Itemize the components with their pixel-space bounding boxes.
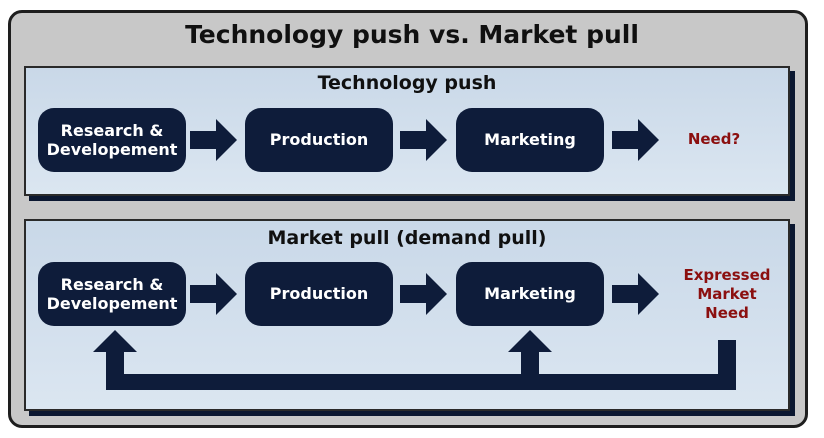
pull-production-box: Production (245, 262, 393, 326)
pull-outcome-expressed-need: Expressed Market Need (683, 266, 771, 322)
market-pull-heading: Market pull (demand pull) (267, 227, 547, 249)
push-production-box: Production (245, 108, 393, 172)
push-research-box: Research & Developement (38, 108, 186, 172)
pull-marketing-box: Marketing (456, 262, 604, 326)
diagram-title: Technology push vs. Market pull (185, 20, 639, 49)
push-marketing-box: Marketing (456, 108, 604, 172)
push-outcome-need: Need? (687, 130, 741, 148)
pull-research-box: Research & Developement (38, 262, 186, 326)
technology-push-heading: Technology push (317, 72, 497, 94)
